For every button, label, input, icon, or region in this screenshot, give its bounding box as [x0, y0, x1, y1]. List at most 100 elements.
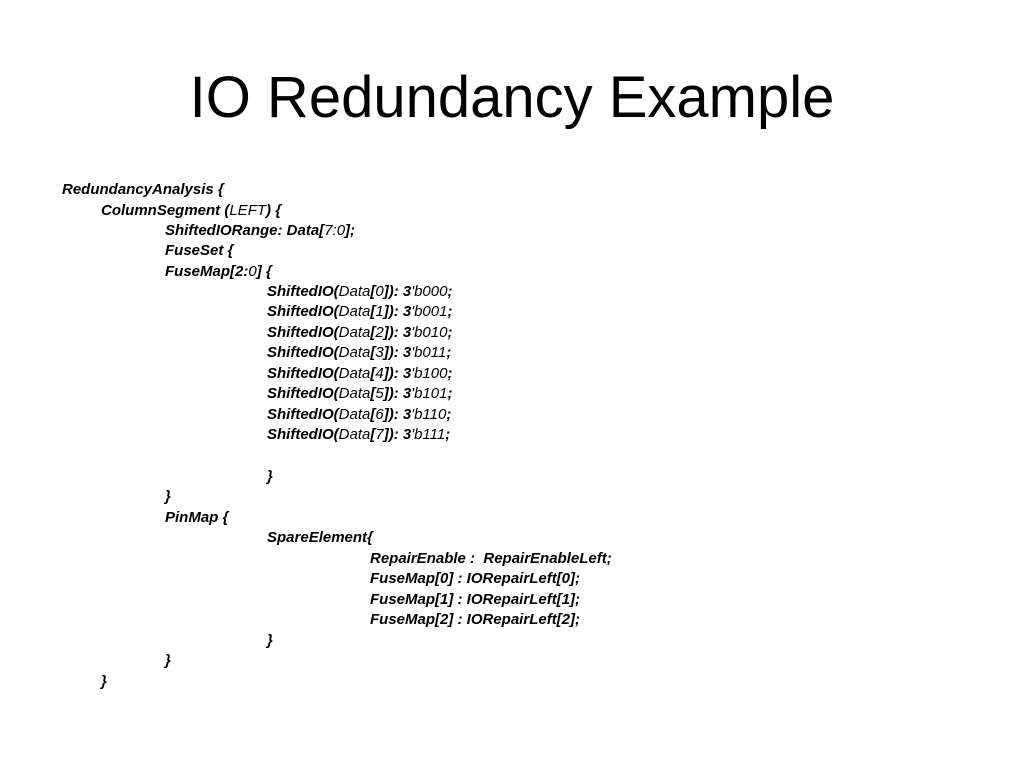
code-line: FuseMap[1] : IORepairLeft[1];: [370, 590, 580, 610]
code-text: ;: [446, 344, 452, 361]
code-text: Data: [338, 344, 371, 361]
code-text: 'b011: [411, 344, 447, 361]
code-text: FuseMap[2] : IORepairLeft[2];: [370, 611, 581, 628]
code-text: FuseMap[1] : IORepairLeft[1];: [370, 591, 581, 608]
code-text: ShiftedIO(: [267, 426, 339, 443]
code-text: [: [370, 406, 376, 423]
code-text: FuseSet {: [165, 242, 234, 259]
code-line: }: [165, 487, 171, 507]
code-text: ;: [447, 283, 453, 300]
code-text: Data: [338, 406, 371, 423]
code-text: Data: [338, 426, 371, 443]
code-text: 'b110: [411, 406, 447, 423]
code-text: PinMap {: [165, 509, 229, 526]
code-text: ;: [447, 365, 453, 382]
code-text: [: [370, 303, 376, 320]
code-line: ShiftedIO(Data[7]): 3'b111;: [267, 425, 450, 445]
code-text: ]): 3: [383, 365, 412, 382]
code-text: ]): 3: [383, 324, 412, 341]
code-text: }: [267, 468, 273, 485]
code-line: RepairEnable : RepairEnableLeft;: [370, 549, 612, 569]
code-line: FuseSet {: [165, 241, 233, 261]
code-text: 1: [375, 303, 384, 320]
code-text: 0: [375, 283, 384, 300]
code-text: [: [370, 426, 376, 443]
code-text: ;: [447, 303, 453, 320]
code-text: }: [101, 673, 107, 690]
code-line: ShiftedIO(Data[4]): 3'b100;: [267, 364, 452, 384]
code-line: SpareElement{: [267, 528, 373, 548]
code-text: 0: [248, 263, 257, 280]
code-text: ;: [446, 406, 452, 423]
code-text: 7: [375, 426, 384, 443]
code-text: ]): 3: [383, 344, 412, 361]
code-line: ColumnSegment (LEFT) {: [101, 201, 281, 221]
code-text: Data: [338, 324, 371, 341]
code-text: }: [165, 488, 171, 505]
code-line: ShiftedIO(Data[5]): 3'b101;: [267, 384, 452, 404]
code-text: ShiftedIO(: [267, 303, 339, 320]
code-text: ] {: [256, 263, 272, 280]
code-text: ShiftedIO(: [267, 324, 339, 341]
code-text: RedundancyAnalysis {: [62, 181, 224, 198]
code-text: 'b010: [411, 324, 448, 341]
code-text: [: [370, 365, 376, 382]
code-text: ];: [345, 222, 356, 239]
code-line: ShiftedIO(Data[0]): 3'b000;: [267, 282, 452, 302]
code-text: 3: [375, 344, 384, 361]
code-line: FuseMap[0] : IORepairLeft[0];: [370, 569, 580, 589]
code-text: Data: [338, 283, 371, 300]
code-text: ]): 3: [383, 283, 412, 300]
code-text: 'b101: [411, 385, 448, 402]
code-text: }: [165, 652, 171, 669]
code-line: FuseMap[2:0] {: [165, 262, 272, 282]
code-text: 'b001: [411, 303, 448, 320]
code-text: Data: [338, 385, 371, 402]
code-text: ]): 3: [383, 303, 412, 320]
code-text: ColumnSegment (: [101, 202, 230, 219]
code-text: ShiftedIO(: [267, 344, 339, 361]
code-text: ;: [445, 426, 451, 443]
code-text: FuseMap[2:: [165, 263, 249, 280]
code-text: RepairEnable : RepairEnableLeft;: [370, 550, 612, 567]
code-text: ShiftedIO(: [267, 283, 339, 300]
code-line: }: [165, 651, 171, 671]
code-text: }: [267, 632, 273, 649]
code-line: ShiftedIO(Data[3]): 3'b011;: [267, 343, 451, 363]
code-text: SpareElement{: [267, 529, 373, 546]
code-text: FuseMap[0] : IORepairLeft[0];: [370, 570, 581, 587]
code-text: Data: [338, 365, 371, 382]
code-text: [: [370, 324, 376, 341]
code-text: 6: [375, 406, 384, 423]
code-line: RedundancyAnalysis {: [62, 180, 224, 200]
code-text: ;: [447, 385, 453, 402]
code-text: ShiftedIO(: [267, 385, 339, 402]
slide-title: IO Redundancy Example: [189, 65, 835, 130]
code-text: ShiftedIO(: [267, 365, 339, 382]
code-line: }: [267, 467, 273, 487]
code-line: ShiftedIO(Data[6]): 3'b110;: [267, 405, 451, 425]
code-text: 'b000: [411, 283, 448, 300]
code-text: [: [370, 283, 376, 300]
code-text: ]): 3: [383, 385, 412, 402]
code-line: ShiftedIO(Data[2]): 3'b010;: [267, 323, 452, 343]
code-text: 4: [375, 365, 384, 382]
code-text: ShiftedIO(: [267, 406, 339, 423]
code-text: LEFT: [229, 202, 267, 219]
code-text: 5: [375, 385, 384, 402]
code-text: [: [370, 344, 376, 361]
code-line: FuseMap[2] : IORepairLeft[2];: [370, 610, 580, 630]
code-line: ShiftedIORange: Data[7:0];: [165, 221, 355, 241]
code-line: }: [267, 631, 273, 651]
code-line: ShiftedIO(Data[1]): 3'b001;: [267, 302, 452, 322]
code-text: 2: [375, 324, 384, 341]
code-text: Data: [338, 303, 371, 320]
code-text: ]): 3: [383, 426, 412, 443]
code-text: ) {: [266, 202, 282, 219]
code-text: ]): 3: [383, 406, 412, 423]
code-text: [: [370, 385, 376, 402]
code-text: 7:0: [324, 222, 346, 239]
code-text: ;: [447, 324, 453, 341]
code-text: 'b100: [411, 365, 448, 382]
code-text: 'b111: [411, 426, 446, 443]
